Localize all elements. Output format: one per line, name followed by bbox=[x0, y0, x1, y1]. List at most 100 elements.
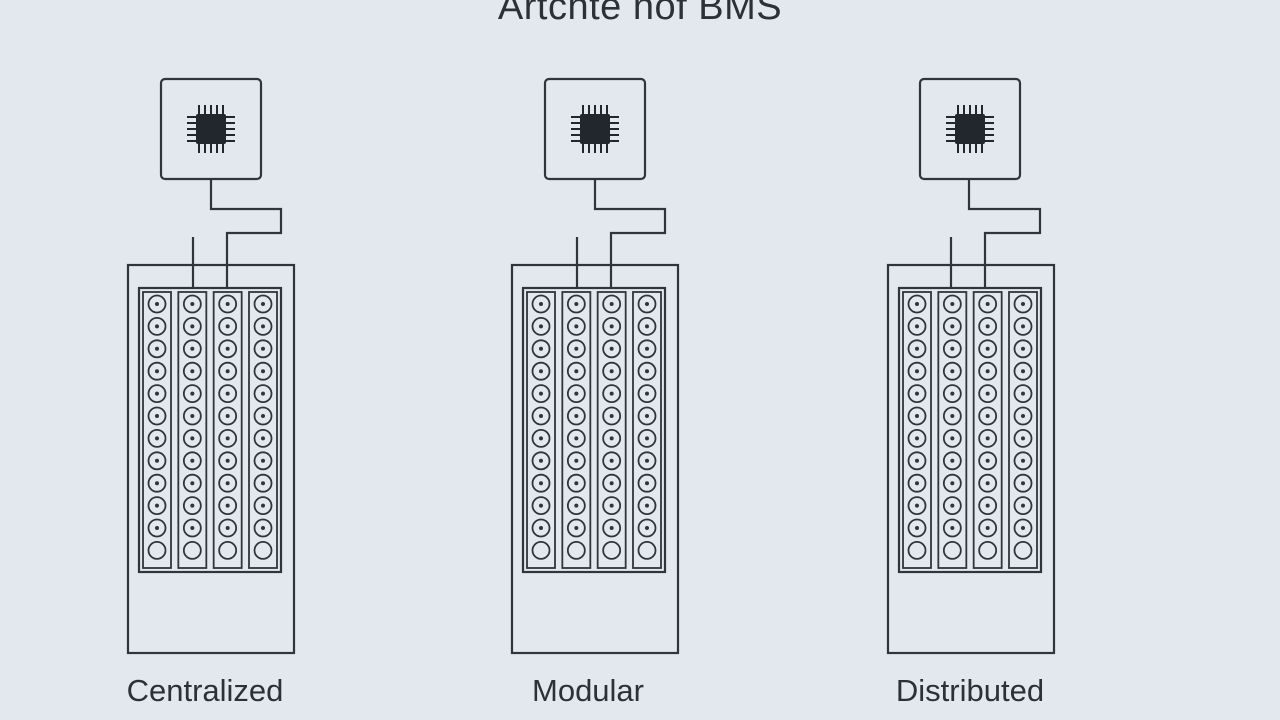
cell-terminal bbox=[225, 503, 230, 508]
cell-terminal bbox=[225, 458, 230, 463]
battery-cell-icon bbox=[978, 361, 998, 381]
cell-terminal bbox=[915, 503, 919, 508]
cell-outline bbox=[978, 339, 998, 359]
cell-outline bbox=[602, 361, 622, 381]
cell-string bbox=[177, 291, 208, 569]
battery-cell-icon bbox=[182, 473, 202, 493]
cell-terminal bbox=[950, 391, 955, 396]
battery-cell-icon bbox=[907, 428, 927, 448]
battery-cell-icon bbox=[531, 384, 551, 404]
cell-outline bbox=[182, 384, 202, 404]
battery-cell-icon bbox=[637, 361, 657, 381]
cell-terminal bbox=[915, 481, 919, 486]
battery-cell-icon bbox=[637, 541, 657, 560]
battery-cell-icon bbox=[637, 406, 657, 426]
battery-cell-icon bbox=[531, 451, 551, 471]
cell-terminal bbox=[261, 503, 265, 508]
cell-terminal bbox=[155, 503, 159, 508]
battery-cell-icon bbox=[1013, 339, 1033, 359]
cell-string bbox=[632, 291, 662, 569]
battery-cell-icon bbox=[1013, 518, 1033, 538]
cell-terminal bbox=[261, 324, 265, 329]
cell-outline bbox=[147, 541, 167, 560]
cell-string bbox=[248, 291, 278, 569]
cell-terminal bbox=[190, 526, 195, 530]
cell-outline bbox=[1013, 473, 1033, 493]
battery-cell-icon bbox=[531, 339, 551, 359]
cell-terminal bbox=[950, 503, 955, 508]
battery-cell-icon bbox=[942, 518, 962, 538]
cell-outline bbox=[907, 428, 927, 448]
battery-cell-icon bbox=[907, 451, 927, 471]
cell-outline bbox=[907, 496, 927, 516]
battery-cell-icon bbox=[1013, 541, 1033, 560]
cell-outline bbox=[253, 473, 273, 493]
cell-outline bbox=[1013, 496, 1033, 516]
cell-terminal bbox=[539, 346, 543, 351]
battery-cell-icon bbox=[602, 541, 622, 560]
cell-outline bbox=[907, 518, 927, 538]
cell-terminal bbox=[574, 391, 579, 396]
battery-cell-icon bbox=[182, 518, 202, 538]
cell-terminal bbox=[155, 526, 159, 530]
cell-outline bbox=[1013, 361, 1033, 381]
cell-outline bbox=[637, 496, 657, 516]
battery-cell-icon bbox=[907, 496, 927, 516]
cell-terminal bbox=[225, 324, 230, 329]
cell-terminal bbox=[985, 503, 990, 508]
cell-outline bbox=[978, 541, 998, 560]
cell-outline bbox=[637, 339, 657, 359]
cell-terminal bbox=[1021, 391, 1025, 396]
battery-cell-icon bbox=[218, 406, 238, 426]
cell-terminal bbox=[190, 436, 195, 441]
cell-terminal bbox=[574, 481, 579, 486]
cell-terminal bbox=[645, 324, 649, 329]
cell-terminal bbox=[915, 391, 919, 396]
battery-cell-icon bbox=[1013, 406, 1033, 426]
cell-terminal bbox=[574, 503, 579, 508]
battery-cell-icon bbox=[218, 518, 238, 538]
cell-terminal bbox=[645, 414, 649, 418]
cell-outline bbox=[566, 451, 586, 471]
battery-cell-icon bbox=[218, 361, 238, 381]
cell-outline bbox=[218, 316, 238, 336]
page-title: Artchte nof BMS bbox=[497, 0, 783, 28]
battery-cell-icon bbox=[602, 406, 622, 426]
cell-terminal bbox=[915, 346, 919, 351]
cell-terminal bbox=[190, 324, 195, 329]
cell-terminal bbox=[261, 414, 265, 418]
cell-string-frame bbox=[177, 291, 208, 569]
cell-outline bbox=[182, 316, 202, 336]
cell-string-frame bbox=[561, 291, 592, 569]
cell-outline bbox=[602, 473, 622, 493]
battery-cell-icon bbox=[147, 496, 167, 516]
cell-terminal bbox=[190, 369, 195, 374]
cell-terminal bbox=[950, 526, 955, 530]
cell-terminal bbox=[950, 436, 955, 441]
cell-outline bbox=[253, 316, 273, 336]
cell-terminal bbox=[950, 302, 955, 306]
bms-controller bbox=[159, 77, 263, 181]
battery-cell-icon bbox=[602, 339, 622, 359]
cell-module bbox=[521, 286, 667, 574]
cell-outline bbox=[566, 361, 586, 381]
cell-terminal bbox=[190, 346, 195, 351]
cell-outline bbox=[147, 473, 167, 493]
cell-terminal bbox=[609, 346, 614, 351]
battery-cell-icon bbox=[531, 518, 551, 538]
cell-terminal bbox=[985, 481, 990, 486]
battery-cell-icon bbox=[942, 473, 962, 493]
battery-cell-icon bbox=[566, 294, 586, 314]
cell-outline bbox=[218, 428, 238, 448]
cell-outline bbox=[531, 361, 551, 381]
cell-outline bbox=[907, 384, 927, 404]
cell-outline bbox=[942, 339, 962, 359]
cell-outline bbox=[637, 406, 657, 426]
battery-cell-icon bbox=[566, 518, 586, 538]
battery-cell-icon bbox=[253, 541, 273, 560]
cell-terminal bbox=[1021, 503, 1025, 508]
battery-cell-icon bbox=[1013, 496, 1033, 516]
cell-terminal bbox=[1021, 346, 1025, 351]
cell-terminal bbox=[225, 526, 230, 530]
cell-terminal bbox=[645, 526, 649, 530]
